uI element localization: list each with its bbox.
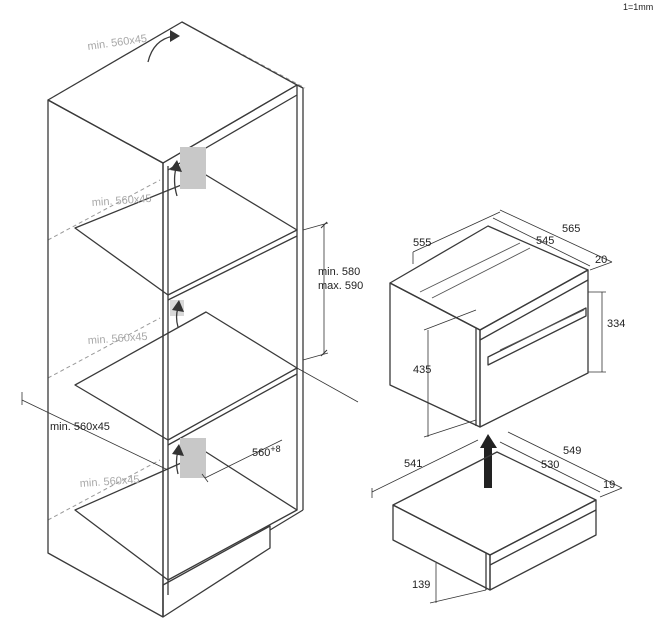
oven-depth-total-label: 565	[562, 223, 580, 235]
oven-width-label: 555	[413, 237, 431, 249]
niche-depth-label: 560+8	[252, 444, 281, 459]
drawer-depth-total-label: 549	[563, 445, 581, 457]
oven-height-body-label: 435	[413, 364, 431, 376]
vent-arrow-upper-icon	[170, 160, 182, 172]
scale-label: 1=1mm	[623, 2, 653, 12]
vent-cutout-upper	[180, 147, 206, 189]
drawer-height-label: 139	[412, 579, 430, 591]
oven-front-thickness-label: 20	[595, 254, 607, 266]
vent-arrow-middle-icon	[172, 300, 184, 312]
warming-drawer	[371, 431, 623, 604]
oven	[389, 209, 613, 438]
opening-width-label: min. 560x45	[50, 421, 110, 433]
niche-height-max-label: max. 590	[318, 280, 363, 292]
drawer-width-label: 541	[404, 458, 422, 470]
tall-cabinet	[21, 21, 359, 618]
vent-arrow-lower-icon	[172, 444, 184, 456]
vent-middle-label: min. 560x45	[87, 331, 148, 347]
oven-depth-body-label: 545	[536, 235, 554, 247]
insert-arrow-icon	[480, 434, 497, 488]
vent-upper-label: min. 560x45	[91, 193, 152, 209]
oven-height-front-label: 334	[607, 318, 625, 330]
vent-arrow-top-icon	[170, 30, 180, 42]
vent-top-label: min. 560x45	[87, 33, 148, 53]
drawer-front-thickness-label: 19	[603, 479, 615, 491]
vent-lower-label: min. 560x45	[79, 474, 140, 490]
niche-height-min-label: min. 580	[318, 266, 360, 278]
vent-cutout-lower	[180, 438, 206, 478]
drawer-depth-body-label: 530	[541, 459, 559, 471]
